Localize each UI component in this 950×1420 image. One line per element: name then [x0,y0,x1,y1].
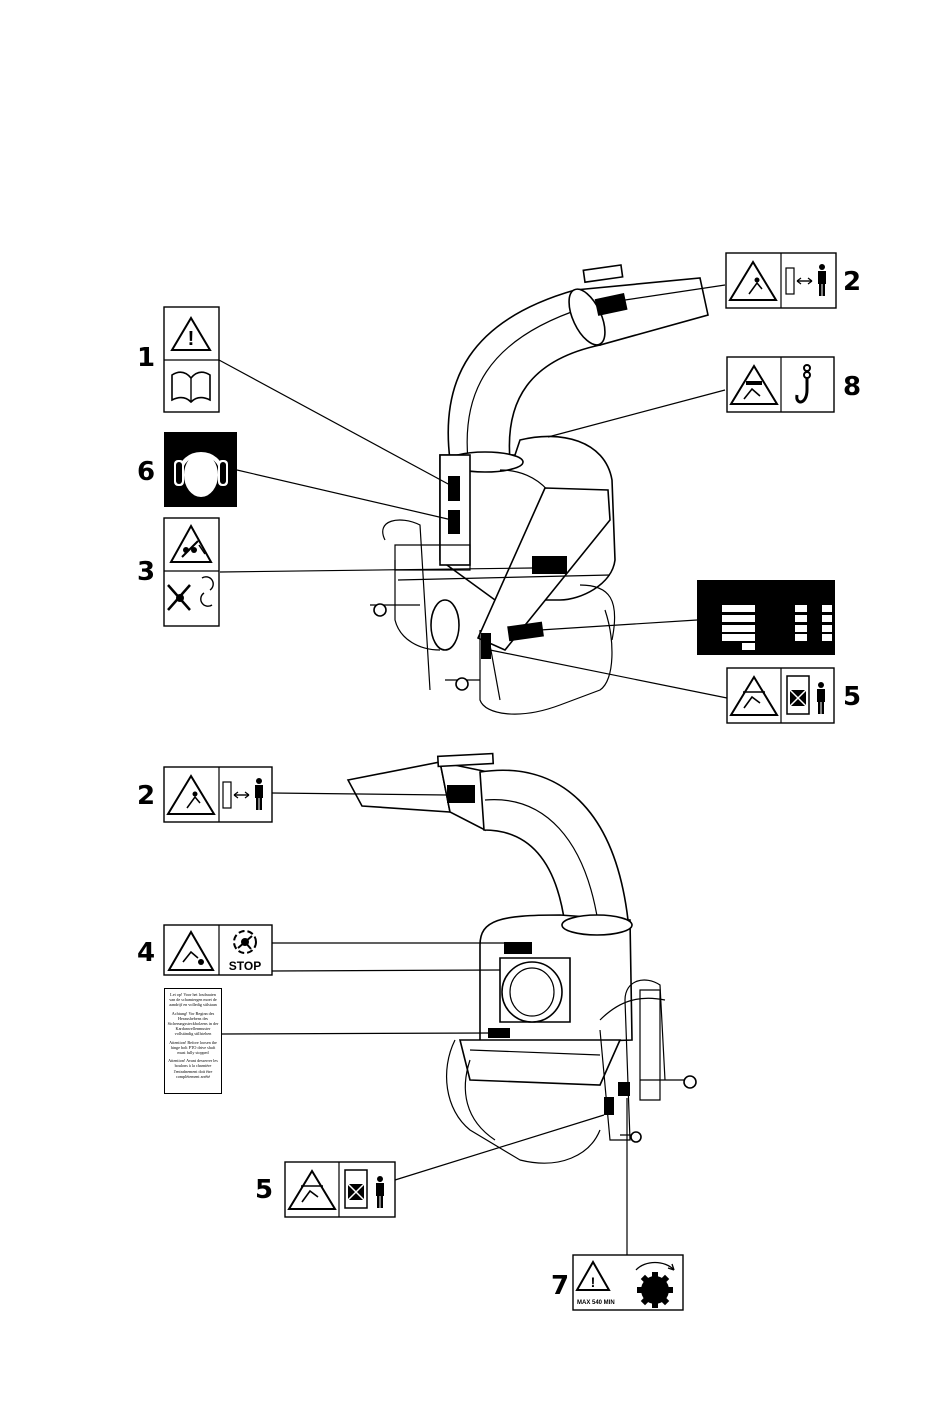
decal-1-read-manual: ! [163,306,220,413]
plate-label-power: Nom. vermogen kW [700,645,732,649]
warning-triangle-icon [728,260,778,301]
plate-label-type: Type [700,607,708,611]
plate-label-coupling: Max. koppelingsdruk [758,617,791,621]
machine-bottom-view [346,752,697,1164]
ear-decal-code: CH-01-24 [199,500,226,506]
tractor-person-icon [786,675,825,715]
plate-label-pressure: Max. druk [758,636,774,640]
plate-company: Votex Whirlwind b.v. [750,585,789,590]
callout-3: 3 [137,557,155,587]
person-distance-icon [222,778,263,810]
crushing-hazard-icon [301,1185,323,1203]
hand-entanglement-icon [182,950,204,965]
warning-triangle-icon [166,774,216,815]
rotation-arrows-icon [200,576,214,607]
stop-text: STOP [229,959,261,973]
no-maintenance-running-icon [167,584,191,611]
callout-2-bottom: 2 [137,781,155,811]
plate-unit-4: bar [818,636,824,640]
rotation-arrow-icon [635,1261,675,1271]
decal-7-pto-max-speed: ! MAX 540 MIN [572,1254,684,1311]
plate-unit-3: min-1 [812,627,821,631]
callout-2-top: 2 [843,267,861,297]
decal-3-entanglement [163,517,220,627]
decal-8-lifting-point [726,356,835,413]
warning-triangle-icon [169,523,213,563]
hand-entanglement-icon [181,540,206,558]
person-distance-icon [785,264,826,296]
callout-4: 4 [137,938,155,968]
warning-triangle-icon [170,316,212,351]
plate-brand: Votex [703,584,725,593]
callout-1: 1 [137,343,155,373]
warning-triangle-icon [729,364,779,405]
decal-4-fan-blades-stop: STOP [163,924,273,976]
decal-5-top-crushing [726,667,835,724]
callout-6: 6 [137,457,155,487]
warning-triangle-icon [287,1169,337,1210]
manual-book-icon [171,371,211,404]
lifting-hook-icon [795,364,811,404]
notice-dutch: Let op! Voor het losdraaien van de scham… [169,992,217,1008]
fan-blade-icon [233,930,257,954]
type-plate: Votex WHIRLWIND Votex Whirlwind b.v. Gro… [697,580,835,655]
plate-label-mass: Massa kg [700,636,715,640]
warning-triangle-icon [729,675,779,716]
callout-5-top: 5 [843,682,861,712]
plate-address-1: Groen 2 9999LP [750,591,773,595]
warning-triangle-icon [575,1259,611,1291]
crush-falling-load-icon [743,381,762,400]
decal-2-bottom-thrown-objects [163,766,273,823]
multilingual-notice: Let op! Voor het losdraaien van de scham… [164,988,222,1094]
plate-label-speed: Max. snelheid [758,607,780,611]
plate-label-serial: Serie-nr [700,617,714,621]
plate-unit-2: kg [818,617,822,621]
thrown-object-icon [748,277,763,295]
svg-text:!: ! [188,328,195,350]
plate-ce-mark: CE [768,643,781,653]
thrown-object-icon [186,791,201,809]
plate-unit-1: kg [818,607,822,611]
plate-label-pto: Max. motor/PTO [758,627,784,631]
notice-english: Attention! Before loosen the hinge bolt … [169,1039,217,1056]
callout-7: 7 [551,1271,569,1301]
svg-text:!: ! [591,1274,596,1290]
tractor-person-icon [344,1169,384,1209]
notice-french: Attention! Avant desserrer les boulons à… [168,1058,218,1079]
plate-contact-1: Tel. +31 88 4799999 [798,586,827,590]
pto-shaft-icon [637,1272,673,1308]
plate-contact-2: Fax +31 88 4799992 [798,591,828,595]
plate-label-year: Bouwjaar [700,627,716,631]
crushing-hazard-icon [743,691,765,709]
ear-protection-icon [174,452,228,497]
warning-triangle-icon [167,930,215,971]
plate-product: WHIRLWIND [703,594,730,599]
callout-5-bottom: 5 [255,1175,273,1205]
max-speed-text: MAX 540 MIN [577,1300,615,1306]
plate-address-2: Hedelen The Netherlands [750,595,787,599]
decal-6-ear-protection: CH-01-24 [164,432,237,507]
decal-5-bottom-crushing [284,1161,396,1218]
machine-top-view [370,264,709,715]
callout-8: 8 [843,372,861,402]
decal-2-top-thrown-objects [725,252,837,309]
notice-german: Achtung! Vor Beginn des Heraushebens des… [167,1010,219,1037]
